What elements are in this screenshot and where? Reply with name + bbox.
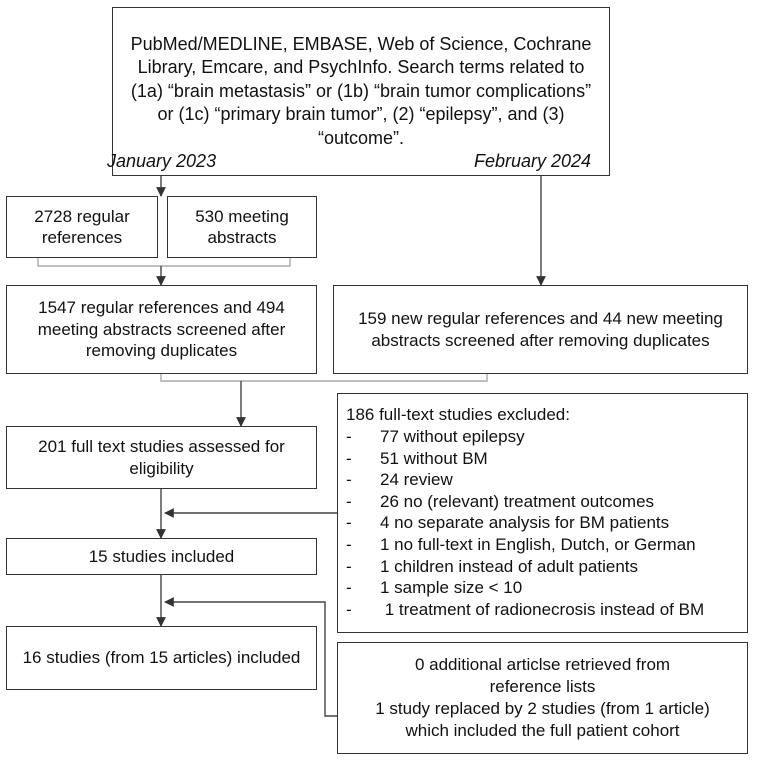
screened-first-text: 1547 regular references and 494 meeting … (37, 298, 286, 361)
included-text: 15 studies included (88, 546, 235, 566)
search-box: PubMed/MEDLINE, EMBASE, Web of Science, … (112, 7, 610, 176)
meeting-abstracts-text: 530 meeting abstracts (195, 206, 289, 248)
search-text: PubMed/MEDLINE, EMBASE, Web of Science, … (130, 33, 592, 148)
date-first: January 2023 (107, 151, 217, 171)
additional-line1: 0 additional articlse retrieved from ref… (414, 655, 671, 696)
meeting-abstracts-box: 530 meeting abstracts (167, 196, 317, 258)
excluded-item: -1 no full-text in English, Dutch, or Ge… (346, 534, 696, 554)
regular-references-text: 2728 regular references (34, 206, 130, 248)
excluded-item: -1 sample size < 10 (346, 578, 523, 598)
excluded-item: - 1 treatment of radionecrosis instead o… (346, 599, 705, 619)
additional-line2: 1 study replaced by 2 studies (from 1 ar… (375, 699, 710, 740)
screened-first-box: 1547 regular references and 494 meeting … (6, 285, 317, 374)
assessed-text: 201 full text studies assessed for eligi… (38, 437, 285, 478)
final-box: 16 studies (from 15 articles) included (6, 626, 317, 690)
date-second: February 2024 (474, 151, 592, 171)
excluded-item: -4 no separate analysis for BM patients (346, 513, 670, 533)
excluded-title: 186 full-text studies excluded: (346, 405, 570, 424)
excluded-box: 186 full-text studies excluded: -77 with… (337, 393, 748, 633)
screened-second-text: 159 new regular references and 44 new me… (358, 309, 723, 350)
bracket-identified (37, 258, 291, 267)
bracket-screened (160, 374, 488, 382)
excluded-item: -26 no (relevant) treatment outcomes (346, 491, 655, 511)
screened-second-box: 159 new regular references and 44 new me… (333, 285, 748, 374)
excluded-item: -24 review (346, 470, 453, 490)
assessed-box: 201 full text studies assessed for eligi… (6, 426, 317, 489)
excluded-item: -1 children instead of adult patients (346, 556, 639, 576)
regular-references-box: 2728 regular references (6, 196, 158, 258)
included-box: 15 studies included (6, 538, 317, 575)
excluded-list: -77 without epilepsy -51 without BM -24 … (346, 426, 739, 620)
excluded-item: -77 without epilepsy (346, 427, 525, 446)
additional-box: 0 additional articlse retrieved from ref… (337, 642, 748, 754)
excluded-item: -51 without BM (346, 448, 488, 468)
final-text: 16 studies (from 15 articles) included (22, 648, 301, 668)
arrow-additional (164, 597, 337, 717)
